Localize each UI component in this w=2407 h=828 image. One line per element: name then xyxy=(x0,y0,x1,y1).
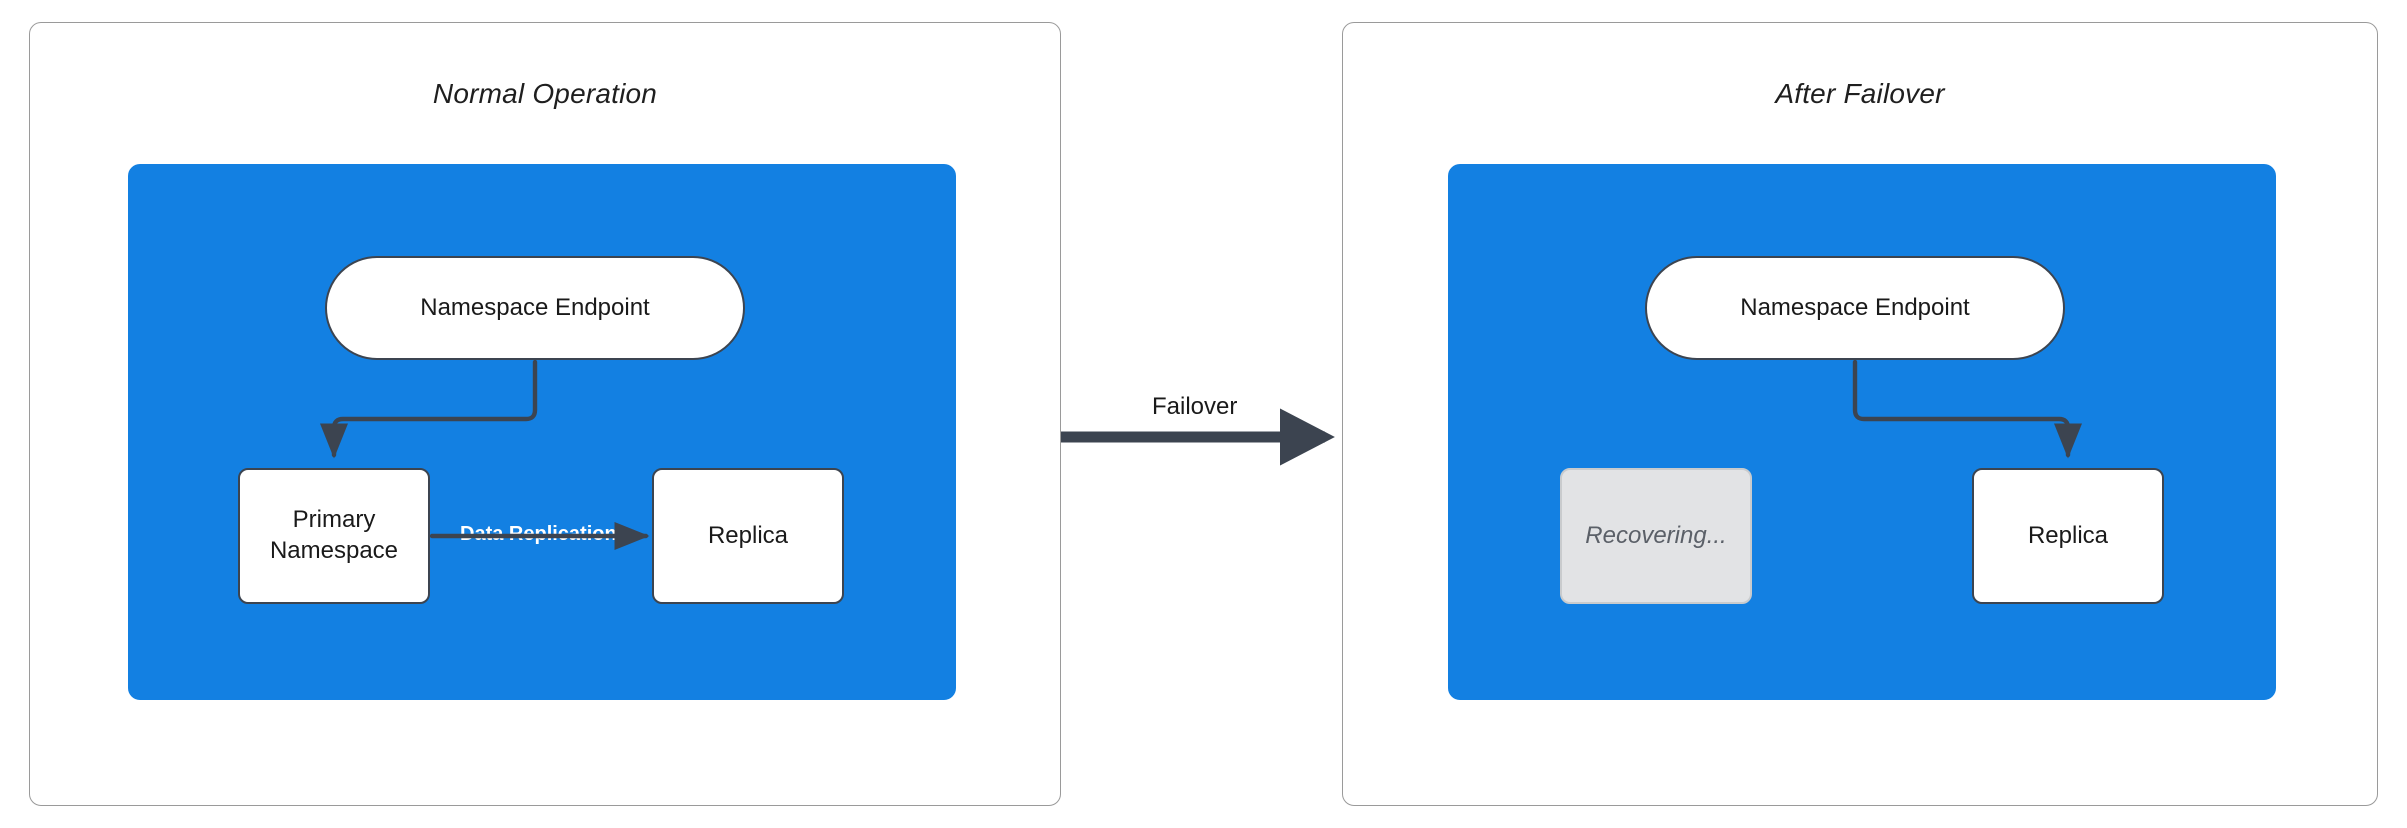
node-label: Namespace Endpoint xyxy=(1740,293,1970,321)
node-replica-left[interactable]: Replica xyxy=(652,468,844,604)
node-label-line1: Primary xyxy=(292,506,376,534)
panel-title-normal-operation: Normal Operation xyxy=(432,78,658,109)
node-recovering[interactable]: Recovering... xyxy=(1560,468,1752,604)
node-replica-right[interactable]: Replica xyxy=(1972,468,2164,604)
node-label: Replica xyxy=(2027,521,2109,549)
node-namespace-endpoint-left[interactable]: Namespace Endpoint xyxy=(325,256,745,360)
edge-label-failover: Failover xyxy=(1152,393,1238,420)
cluster-after-failover xyxy=(1448,164,2276,700)
node-label: Replica xyxy=(707,521,789,549)
node-label: Primary Namespace xyxy=(270,505,398,566)
panel-title-after-failover: After Failover xyxy=(1775,78,1945,109)
node-label-line2: Namespace xyxy=(269,537,399,564)
edge-label-data-replication: Data Replication xyxy=(460,523,617,545)
node-primary-namespace[interactable]: Primary Namespace xyxy=(238,468,430,604)
node-label: Namespace Endpoint xyxy=(420,293,650,321)
cluster-normal-operation xyxy=(128,164,956,700)
node-namespace-endpoint-right[interactable]: Namespace Endpoint xyxy=(1645,256,2065,360)
node-label: Recovering... xyxy=(1585,521,1727,549)
